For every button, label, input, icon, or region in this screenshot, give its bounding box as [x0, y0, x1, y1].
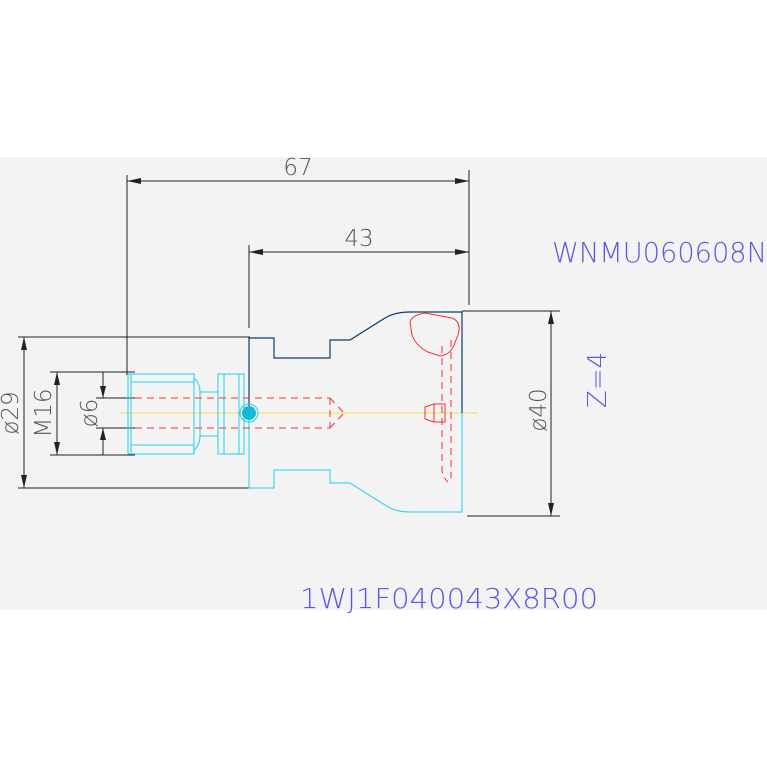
- dim-coolant-bore: ø6: [77, 399, 103, 428]
- dim-thread: M16: [31, 388, 57, 437]
- dim-body-length: 43: [344, 226, 373, 252]
- dim-cutting-diameter: ø40: [526, 388, 552, 431]
- dim-shank-diameter: ø29: [0, 391, 24, 434]
- insert-code-label: WNMU060608N: [552, 236, 767, 269]
- teeth-count-label: Z=4: [583, 352, 613, 408]
- shank-outline: [127, 373, 245, 455]
- dimension-arrows: [21, 178, 554, 516]
- coolant-hole-ring: [239, 403, 259, 423]
- internal-bore: [135, 397, 345, 429]
- body-upper-outline: [248, 311, 463, 413]
- dim-overall-length: 67: [283, 155, 312, 181]
- insert-profile: [409, 312, 460, 483]
- tool-code-label: 1WJ1F040043X8R00: [300, 582, 598, 615]
- drawing-band: [0, 157, 767, 610]
- body-lower-outline: [248, 413, 463, 513]
- coolant-hole-marker: [242, 406, 256, 420]
